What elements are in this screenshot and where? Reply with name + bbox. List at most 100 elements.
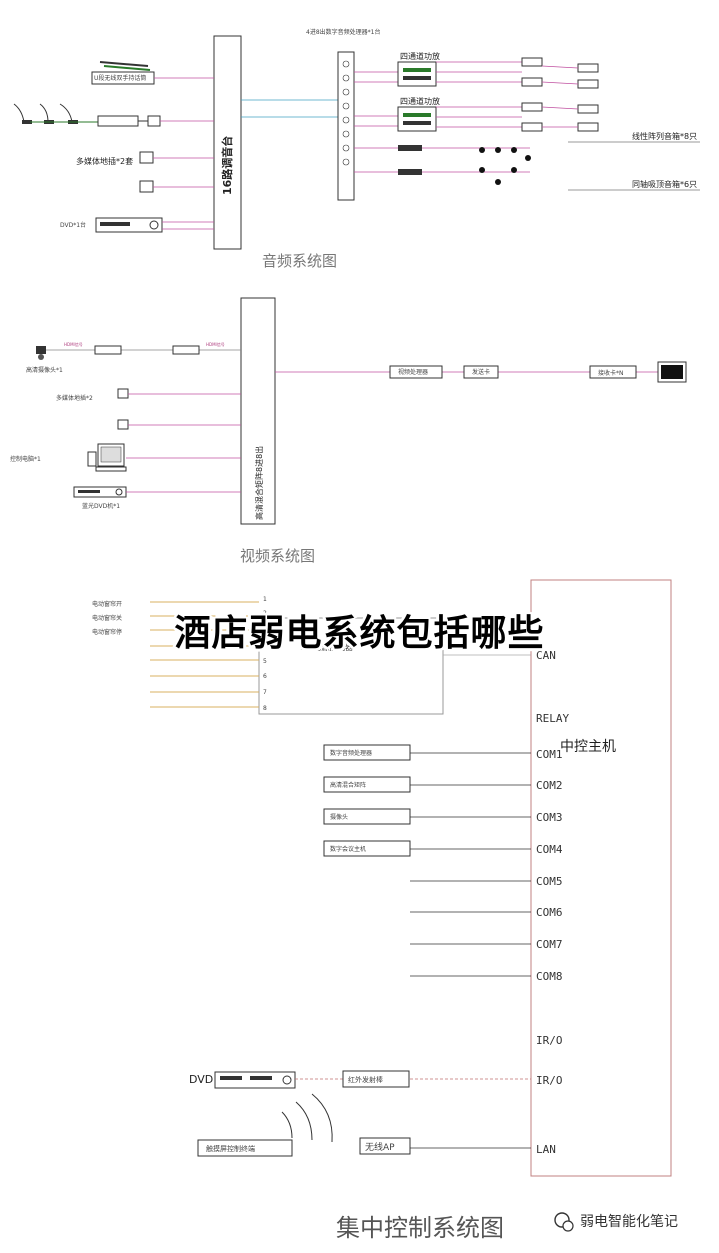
coax-amp-box-2 bbox=[398, 169, 422, 175]
camera-label: 高清摄像头*1 bbox=[26, 366, 63, 374]
relay-num-7: 7 bbox=[263, 689, 267, 696]
processor-box bbox=[337, 51, 355, 201]
multimedia-label: 多媒体地插*2套 bbox=[76, 156, 133, 166]
control-host-label: 中控主机 bbox=[560, 739, 616, 755]
video-multimedia-label: 多媒体地插*2 bbox=[56, 394, 93, 402]
amp1-label: 四通道功放 bbox=[400, 51, 440, 61]
curtain-open-label: 电动窗帘开 bbox=[92, 600, 122, 608]
dvd-player-icon bbox=[95, 217, 163, 233]
com-device-2: 高清混合矩阵 bbox=[330, 781, 366, 789]
video-matrix-box bbox=[240, 297, 276, 525]
mixer-label: 16路调音台 bbox=[220, 136, 234, 195]
relay-num-3: 3 bbox=[263, 624, 267, 631]
pc-label: 控制电脑*1 bbox=[10, 455, 41, 463]
processor-knob-icons bbox=[342, 60, 350, 166]
port-can: CAN bbox=[536, 649, 556, 662]
port-iro-1: IR/O bbox=[536, 1034, 563, 1047]
multimedia-port-icon bbox=[139, 151, 154, 164]
port-com7: COM7 bbox=[536, 938, 563, 951]
port-lan: LAN bbox=[536, 1143, 556, 1156]
video-matrix-label: 高清混合矩阵8进8出 bbox=[254, 446, 264, 520]
ir-label: 红外发射棒 bbox=[348, 1075, 383, 1084]
computer-icon bbox=[87, 443, 127, 472]
control-dvd-icon bbox=[214, 1071, 296, 1089]
coaxial-label: 同轴吸顶音箱*6只 bbox=[632, 179, 697, 189]
port-iro-2: IR/O bbox=[536, 1074, 563, 1087]
power-controller-label: 8路电源控制器 bbox=[300, 642, 353, 652]
relay-num-5: 5 bbox=[263, 658, 267, 665]
mic-label: U段无线双手持话筒 bbox=[94, 74, 146, 82]
control-host-box bbox=[530, 579, 672, 1177]
video-caption: 视频系统图 bbox=[240, 547, 315, 565]
multimedia-port-icon-2 bbox=[139, 180, 154, 193]
video-system: 高清混合矩阵8进8出 高清摄像头*1 HDMI信号 HDMI信号 多媒体地插*2… bbox=[10, 297, 687, 565]
processor-label: 4进8出数字音频处理器*1台 bbox=[306, 28, 380, 36]
audio-dvd-label: DVD*1台 bbox=[60, 221, 86, 229]
port-com2: COM2 bbox=[536, 779, 563, 792]
com-device-1: 数字音频处理器 bbox=[330, 749, 372, 757]
port-com3: COM3 bbox=[536, 811, 563, 824]
relay-num-1: 1 bbox=[263, 596, 267, 603]
curtain-stop-label: 电动窗帘停 bbox=[92, 628, 122, 636]
port-com8: COM8 bbox=[536, 970, 563, 983]
control-dvd-label: DVD bbox=[189, 1073, 213, 1086]
video-multimedia-port-icon bbox=[117, 388, 129, 399]
amp2-label: 四通道功放 bbox=[400, 96, 440, 106]
relay-num-8: 8 bbox=[263, 705, 267, 712]
touch-panel-box bbox=[197, 1139, 293, 1157]
wireless-mic-icon bbox=[99, 61, 151, 71]
amp2-box bbox=[397, 106, 437, 132]
video-multimedia-port-icon-2 bbox=[117, 419, 129, 430]
port-com5: COM5 bbox=[536, 875, 563, 888]
display-screen-icon bbox=[657, 361, 687, 383]
receive-card-box bbox=[589, 365, 637, 379]
watermark-text: 弱电智能化笔记 bbox=[580, 1214, 678, 1230]
com-device-boxes bbox=[323, 744, 411, 857]
hdmi-label-2: HDMI信号 bbox=[206, 341, 225, 347]
send-card-label: 发送卡 bbox=[472, 368, 490, 376]
audio-system: 16路调音台 U段无线双手持话筒 多媒体地插*2套 DVD*1 bbox=[13, 28, 700, 270]
watermark: 弱电智能化笔记 bbox=[554, 1212, 678, 1232]
bluray-dvd-icon bbox=[73, 486, 127, 498]
camera-icon bbox=[36, 346, 46, 360]
conference-box bbox=[97, 115, 139, 127]
coax-speaker-icons bbox=[479, 147, 531, 185]
relay-num-6: 6 bbox=[263, 673, 267, 680]
receive-card-label: 接收卡*N bbox=[598, 369, 624, 377]
wechat-logo-icon bbox=[554, 1212, 570, 1228]
control-system: 中控主机 8路电源控制器 电动窗帘开 电动窗帘关 电动窗帘停 1 2 3 4 5… bbox=[92, 579, 672, 1242]
gooseneck-mic-icon bbox=[13, 103, 98, 124]
hdmi-box-1 bbox=[94, 345, 122, 355]
line-array-label: 线性阵列音箱*8只 bbox=[632, 131, 697, 141]
control-caption: 集中控制系统图 bbox=[336, 1214, 504, 1242]
amp1-box bbox=[397, 61, 437, 87]
mixer-box bbox=[213, 35, 242, 250]
com-device-4: 数字会议主机 bbox=[330, 845, 366, 853]
curtain-close-label: 电动窗帘关 bbox=[92, 614, 122, 622]
com-device-3: 摄像头 bbox=[330, 813, 348, 821]
relay-num-4: 4 bbox=[263, 643, 267, 650]
touch-panel-label: 触摸屏控制终端 bbox=[206, 1144, 255, 1153]
hdmi-label-1: HDMI信号 bbox=[64, 341, 83, 347]
send-card-box bbox=[463, 365, 499, 379]
relay-num-2: 2 bbox=[263, 610, 267, 617]
port-com4: COM4 bbox=[536, 843, 563, 856]
video-processor-box bbox=[389, 365, 443, 379]
audio-caption: 音频系统图 bbox=[262, 252, 337, 270]
port-com1: COM1 bbox=[536, 748, 563, 761]
page-title: 酒店弱电系统包括哪些 bbox=[174, 613, 545, 654]
video-processor-label: 视频处理器 bbox=[398, 368, 428, 376]
power-controller-box bbox=[258, 617, 444, 715]
wifi-signal-icon bbox=[281, 1093, 333, 1143]
speaker-icons bbox=[521, 57, 599, 132]
coax-amp-box bbox=[398, 145, 422, 151]
ap-box bbox=[359, 1137, 411, 1155]
port-com6: COM6 bbox=[536, 906, 563, 919]
ap-label: 无线AP bbox=[365, 1141, 395, 1153]
hdmi-box-2 bbox=[172, 345, 200, 355]
port-relay: RELAY bbox=[536, 712, 569, 725]
ir-box bbox=[342, 1070, 410, 1088]
conference-extra-box bbox=[147, 115, 161, 127]
video-dvd-label: 蓝光DVD机*1 bbox=[82, 502, 120, 510]
